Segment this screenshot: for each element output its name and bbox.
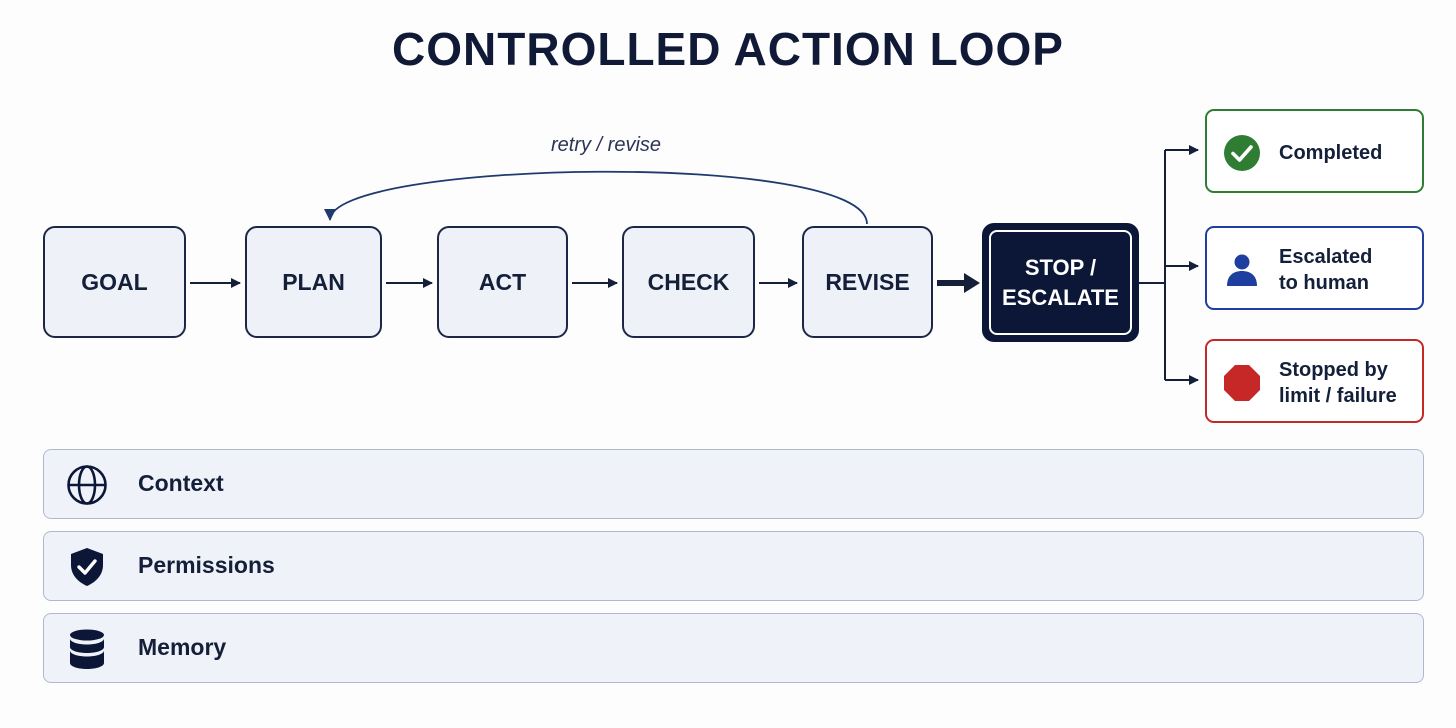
memory-label: Memory xyxy=(138,634,227,660)
diagram-title: CONTROLLED ACTION LOOP xyxy=(392,23,1064,75)
outcome-completed-label: Completed xyxy=(1279,140,1414,166)
stop-escalate-stage: STOP / ESCALATE xyxy=(982,223,1139,342)
act-stage: ACT xyxy=(437,226,568,338)
stop-escalate-line1: STOP / xyxy=(1024,254,1097,280)
database-icon xyxy=(70,629,104,669)
memory-band: Memory xyxy=(43,613,1424,683)
arrow-revise-stop xyxy=(937,273,980,293)
permissions-band: Permissions xyxy=(43,531,1424,601)
context-band: Context xyxy=(43,449,1424,519)
context-label: Context xyxy=(138,470,224,496)
retry-revise-label: retry / revise xyxy=(551,134,662,156)
shield-check-icon xyxy=(71,548,103,586)
outcome-completed-line1: Completed xyxy=(1279,142,1383,164)
outcome-branch-connector xyxy=(1139,145,1199,385)
person-icon xyxy=(1227,254,1257,286)
outcome-completed: Completed xyxy=(1205,109,1424,193)
outcome-stopped-label: Stopped by limit / failure xyxy=(1279,357,1414,409)
stop-escalate-line2: ESCALATE xyxy=(1002,284,1119,310)
outcome-escalated-line1: Escalated xyxy=(1279,246,1373,268)
goal-stage: GOAL xyxy=(43,226,186,338)
outcome-escalated: Escalated to human xyxy=(1205,226,1424,310)
plan-stage: PLAN xyxy=(245,226,382,338)
globe-icon xyxy=(67,465,107,505)
retry-loop-arrow xyxy=(324,170,868,225)
revise-stage: REVISE xyxy=(802,226,933,338)
outcome-escalated-line2: to human xyxy=(1279,272,1369,294)
stop-escalate-label: STOP / ESCALATE xyxy=(989,230,1132,335)
check-circle-icon xyxy=(1224,135,1260,171)
outcome-escalated-label: Escalated to human xyxy=(1279,244,1414,296)
stop-octagon-icon xyxy=(1224,365,1260,401)
outcome-stopped-line2: limit / failure xyxy=(1279,385,1397,407)
outcome-stopped: Stopped by limit / failure xyxy=(1205,339,1424,423)
outcome-stopped-line1: Stopped by xyxy=(1279,359,1388,381)
check-stage: CHECK xyxy=(622,226,755,338)
permissions-label: Permissions xyxy=(138,552,275,578)
